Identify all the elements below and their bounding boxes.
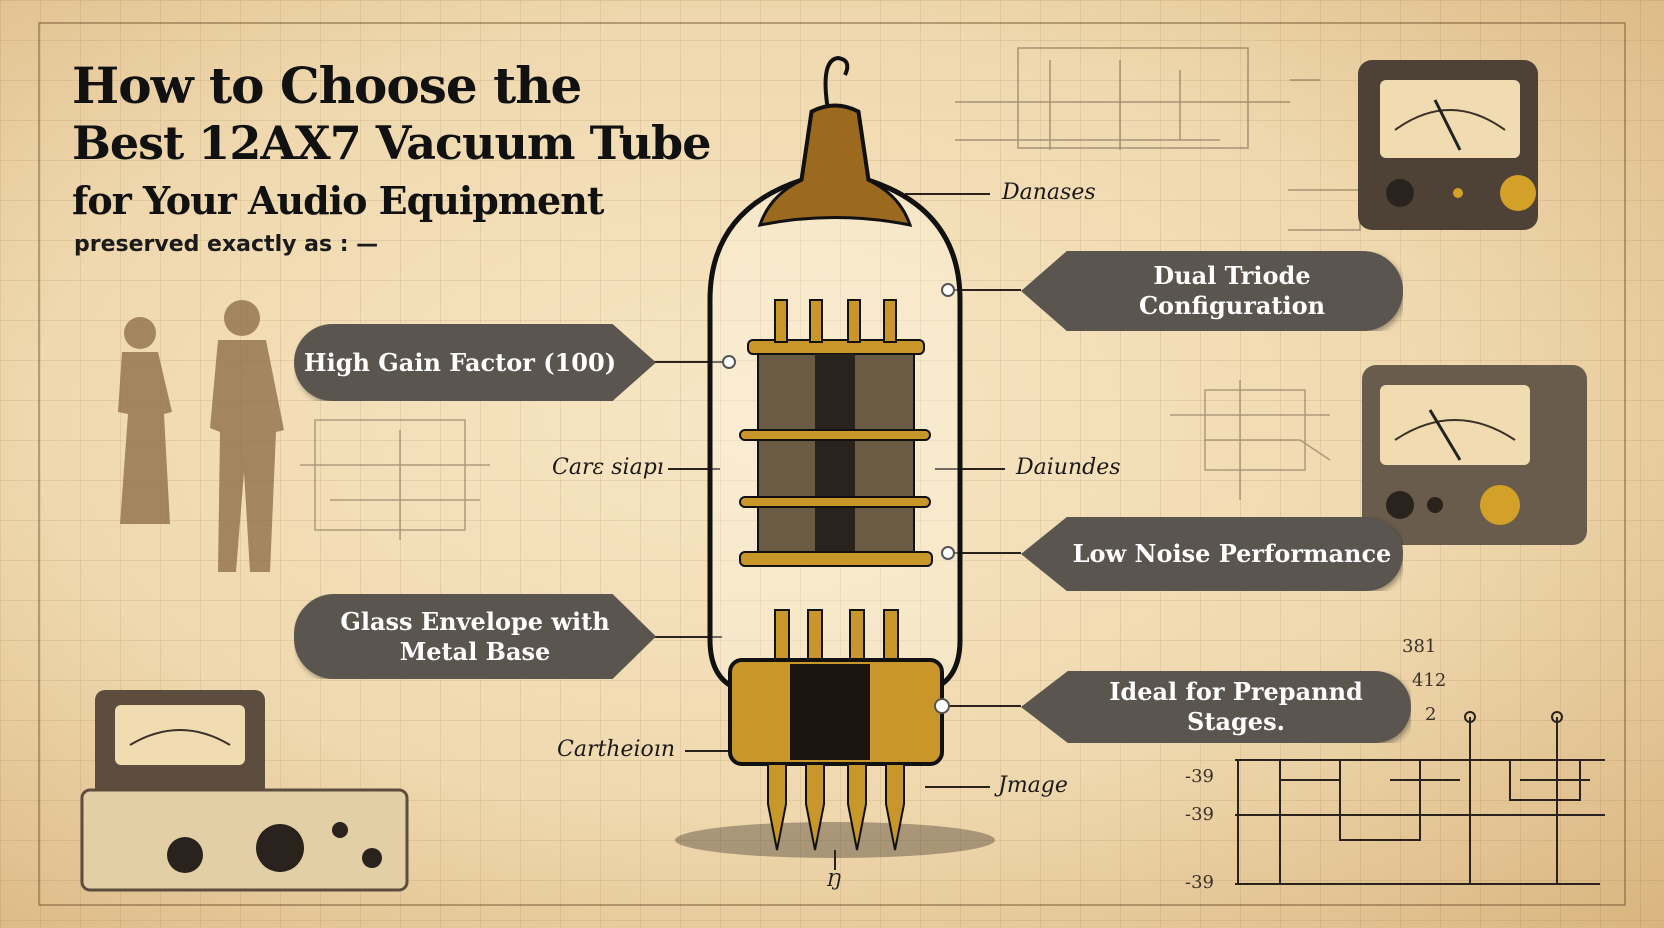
schematic-middle bbox=[300, 380, 1331, 540]
radio-top-right bbox=[1358, 60, 1538, 230]
title-line-2: Best 12AX7 Vacuum Tube bbox=[72, 116, 711, 170]
schematic-bottom-right bbox=[1235, 711, 1605, 885]
vacuum-tube bbox=[675, 55, 995, 858]
connector-dots bbox=[722, 283, 955, 714]
schematic-mark: 412 bbox=[1412, 670, 1447, 691]
label-base-left: Cartheioın bbox=[557, 737, 675, 762]
schematic-mark: -39 bbox=[1185, 766, 1214, 787]
schematic-mark: 381 bbox=[1402, 636, 1437, 657]
callout-glass-envelope: Glass Envelope with Metal Base bbox=[294, 594, 656, 679]
callout-low-noise: Low Noise Performance bbox=[1021, 517, 1403, 591]
label-bottom: Ŋ bbox=[826, 870, 842, 891]
title-line-3: for Your Audio Equipment bbox=[72, 178, 604, 223]
schematic-mark: -39 bbox=[1185, 804, 1214, 825]
border-frame bbox=[38, 22, 1626, 906]
radio-bottom-left bbox=[80, 690, 409, 892]
people-silhouette bbox=[118, 300, 284, 572]
schematic-mark: -39 bbox=[1185, 872, 1214, 893]
title-line-1: How to Choose the bbox=[72, 56, 582, 115]
callout-dual-triode: Dual Triode Configuration bbox=[1021, 251, 1403, 331]
schematic-top bbox=[955, 47, 1361, 231]
label-pins-right: Jmage bbox=[998, 773, 1068, 798]
label-mid-left: Carɛ siapı bbox=[552, 455, 664, 480]
subtitle: preserved exactly as : — bbox=[74, 232, 379, 257]
radio-middle-right bbox=[1362, 365, 1587, 545]
callout-high-gain: High Gain Factor (100) bbox=[294, 324, 656, 401]
callout-preamp-stages: Ideal for Prepannd Stages. bbox=[1021, 671, 1411, 743]
label-mid-right: Daiundes bbox=[1016, 455, 1121, 480]
label-top-right: Danases bbox=[1002, 180, 1096, 205]
schematic-mark: 2 bbox=[1425, 704, 1437, 725]
